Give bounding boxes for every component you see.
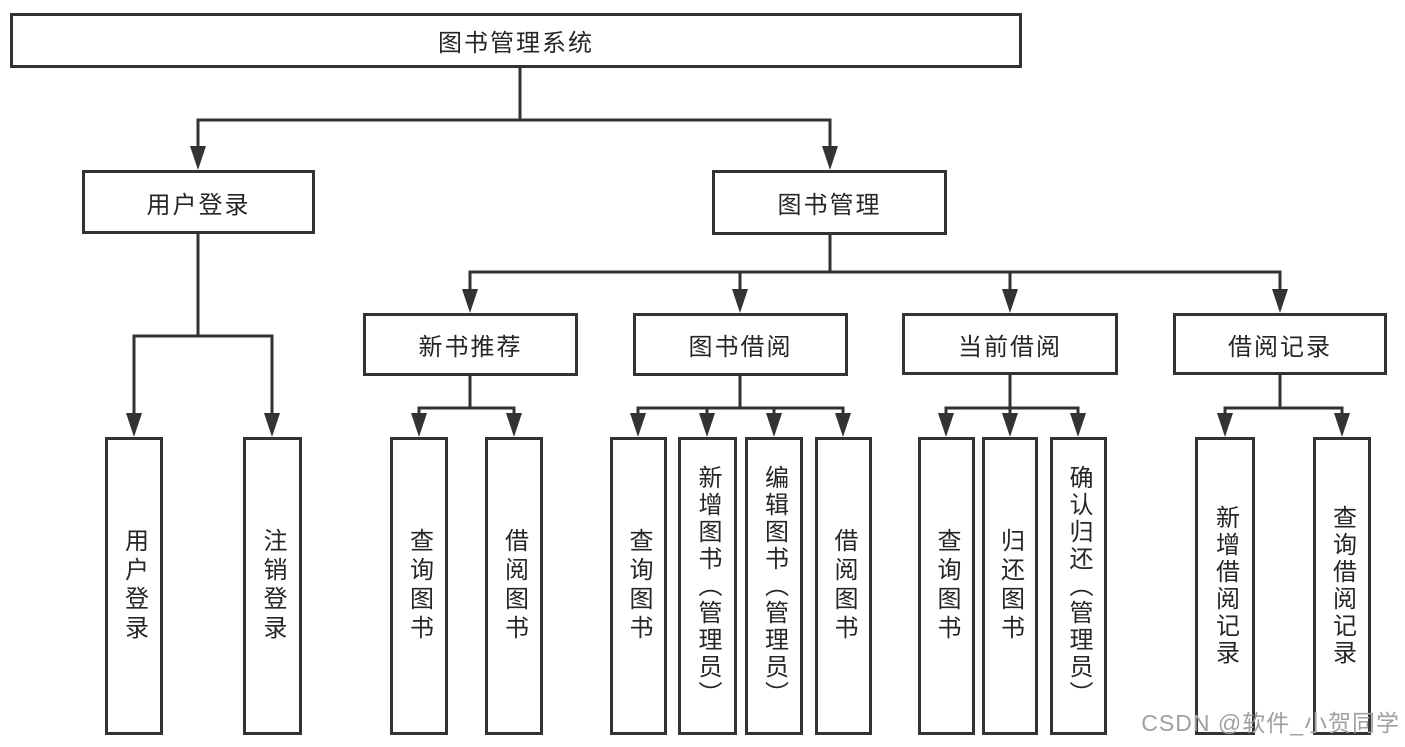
node-new-book-recommend: 新书推荐 [363, 313, 578, 376]
leaf-borrow-query-books: 查询图书 [610, 437, 667, 735]
leaf-records-add-record: 新增借阅记录 [1195, 437, 1255, 735]
csdn-watermark: CSDN @软件_小贺同学 [1141, 710, 1400, 736]
node-current-borrow: 当前借阅 [902, 313, 1118, 375]
leaf-borrow-borrow-books: 借阅图书 [815, 437, 872, 735]
connector-mgmt-to-level3 [468, 233, 1282, 295]
connector-recommend-to-leaves [417, 374, 516, 419]
arrowheads [126, 146, 1350, 437]
connector-borrow-to-leaves [636, 374, 845, 419]
leaf-logout: 注销登录 [243, 437, 302, 735]
node-root-system: 图书管理系统 [10, 13, 1022, 68]
leaf-current-return-books: 归还图书 [982, 437, 1038, 735]
connector-root-to-level2 [196, 66, 832, 152]
node-user-login: 用户登录 [82, 170, 315, 234]
leaf-current-confirm-return-admin: 确认归还（管理员） [1050, 437, 1107, 735]
node-book-borrow: 图书借阅 [633, 313, 848, 376]
connector-current-to-leaves [944, 374, 1080, 419]
node-book-management: 图书管理 [712, 170, 947, 235]
leaf-records-query-record: 查询借阅记录 [1313, 437, 1371, 735]
node-borrow-records: 借阅记录 [1173, 313, 1387, 375]
connector-records-to-leaves [1223, 374, 1344, 419]
leaf-recommend-borrow-books: 借阅图书 [485, 437, 543, 735]
leaf-user-login: 用户登录 [105, 437, 163, 735]
connector-login-to-leaves [132, 232, 274, 419]
leaf-current-query-books: 查询图书 [918, 437, 975, 735]
leaf-recommend-query-books: 查询图书 [390, 437, 448, 735]
leaf-borrow-edit-books-admin: 编辑图书（管理员） [745, 437, 803, 735]
leaf-borrow-add-books-admin: 新增图书（管理员） [678, 437, 737, 735]
